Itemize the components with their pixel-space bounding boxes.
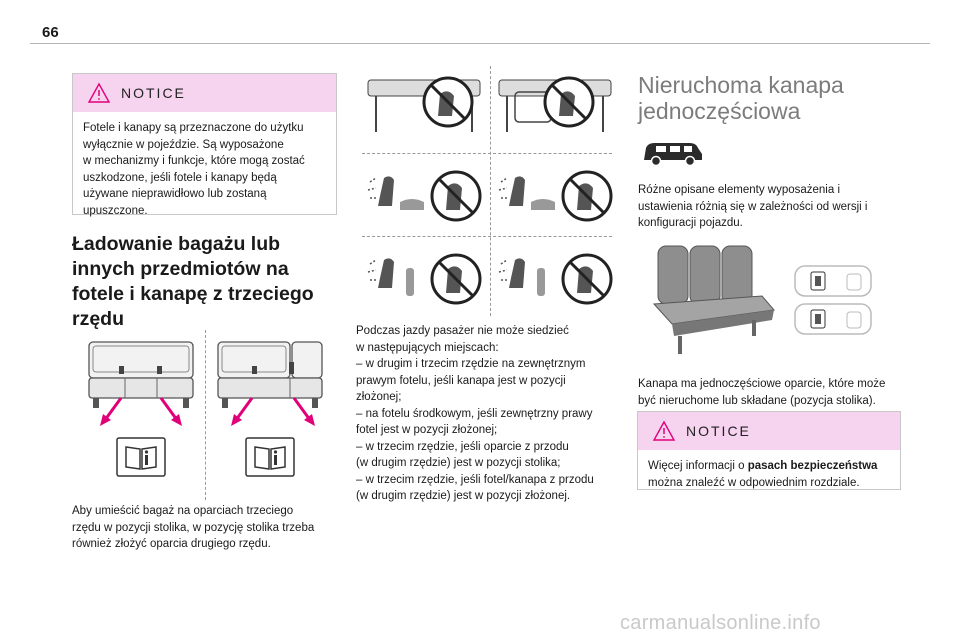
vehicle-topview-diagram: [794, 265, 872, 335]
warning-triangle-icon: [87, 82, 111, 103]
bench-seat-photo: [652, 245, 775, 354]
manual-info-icon: [116, 437, 166, 477]
notice-text-start: Więcej informacji o: [648, 460, 748, 472]
folded-seat-no-passenger-icon: [498, 170, 613, 222]
top-rule: [30, 43, 930, 44]
watermark: carmanualsonline.info: [620, 612, 821, 634]
folded-seat-no-passenger-icon: [367, 170, 482, 222]
rear-seats-diagram-right: [217, 341, 323, 426]
divider-horizontal: [362, 153, 612, 154]
luggage-caption: Aby umieścić bagaż na oparciach trzecieg…: [72, 505, 315, 550]
notice-header: NOTICE: [638, 412, 900, 450]
warning-triangle-icon: [652, 420, 676, 441]
notice-title: NOTICE: [121, 85, 186, 101]
section-title: Nieruchoma kanapa jednoczęściowa: [638, 72, 844, 124]
table-position-no-passenger-icon: [367, 253, 482, 305]
section-heading: Ładowanie bagażu lub innych przedmiotów …: [72, 233, 314, 330]
seat-belts-reference-link[interactable]: pasach bezpieczeństwa: [747, 460, 878, 472]
rear-seats-diagram-left: [88, 341, 194, 426]
bench-caption: Kanapa ma jednoczęściowe oparcie, które …: [638, 378, 886, 407]
divider-horizontal: [362, 236, 612, 237]
table-position-no-passenger-icon: [498, 253, 613, 305]
page-number: 66: [42, 24, 59, 41]
divider-vertical: [490, 66, 491, 316]
notice-header: NOTICE: [73, 74, 336, 112]
van-icon: [644, 143, 702, 167]
notice-text: Więcej informacji o pasach bezpieczeństw…: [638, 450, 900, 499]
notice-text-end: można znaleźć w odpowiednim rozdziale.: [648, 476, 860, 489]
passenger-restrictions-text: Podczas jazdy pasażer nie może siedzieć …: [356, 325, 594, 502]
divider-vertical: [205, 330, 206, 500]
notice-box: NOTICE Więcej informacji o pasach bezpie…: [637, 411, 901, 490]
notice-text: Fotele i kanapy są przeznaczone do użytk…: [83, 122, 305, 217]
seat-occupied-prohibited-icon: [498, 76, 612, 132]
notice-box: NOTICE Fotele i kanapy są przeznaczone d…: [72, 73, 337, 217]
equipment-intro-text: Różne opisane elementy wyposażenia i ust…: [638, 184, 868, 229]
notice-title: NOTICE: [686, 423, 751, 439]
seat-occupied-prohibited-icon: [367, 76, 481, 132]
manual-info-icon: [245, 437, 295, 477]
